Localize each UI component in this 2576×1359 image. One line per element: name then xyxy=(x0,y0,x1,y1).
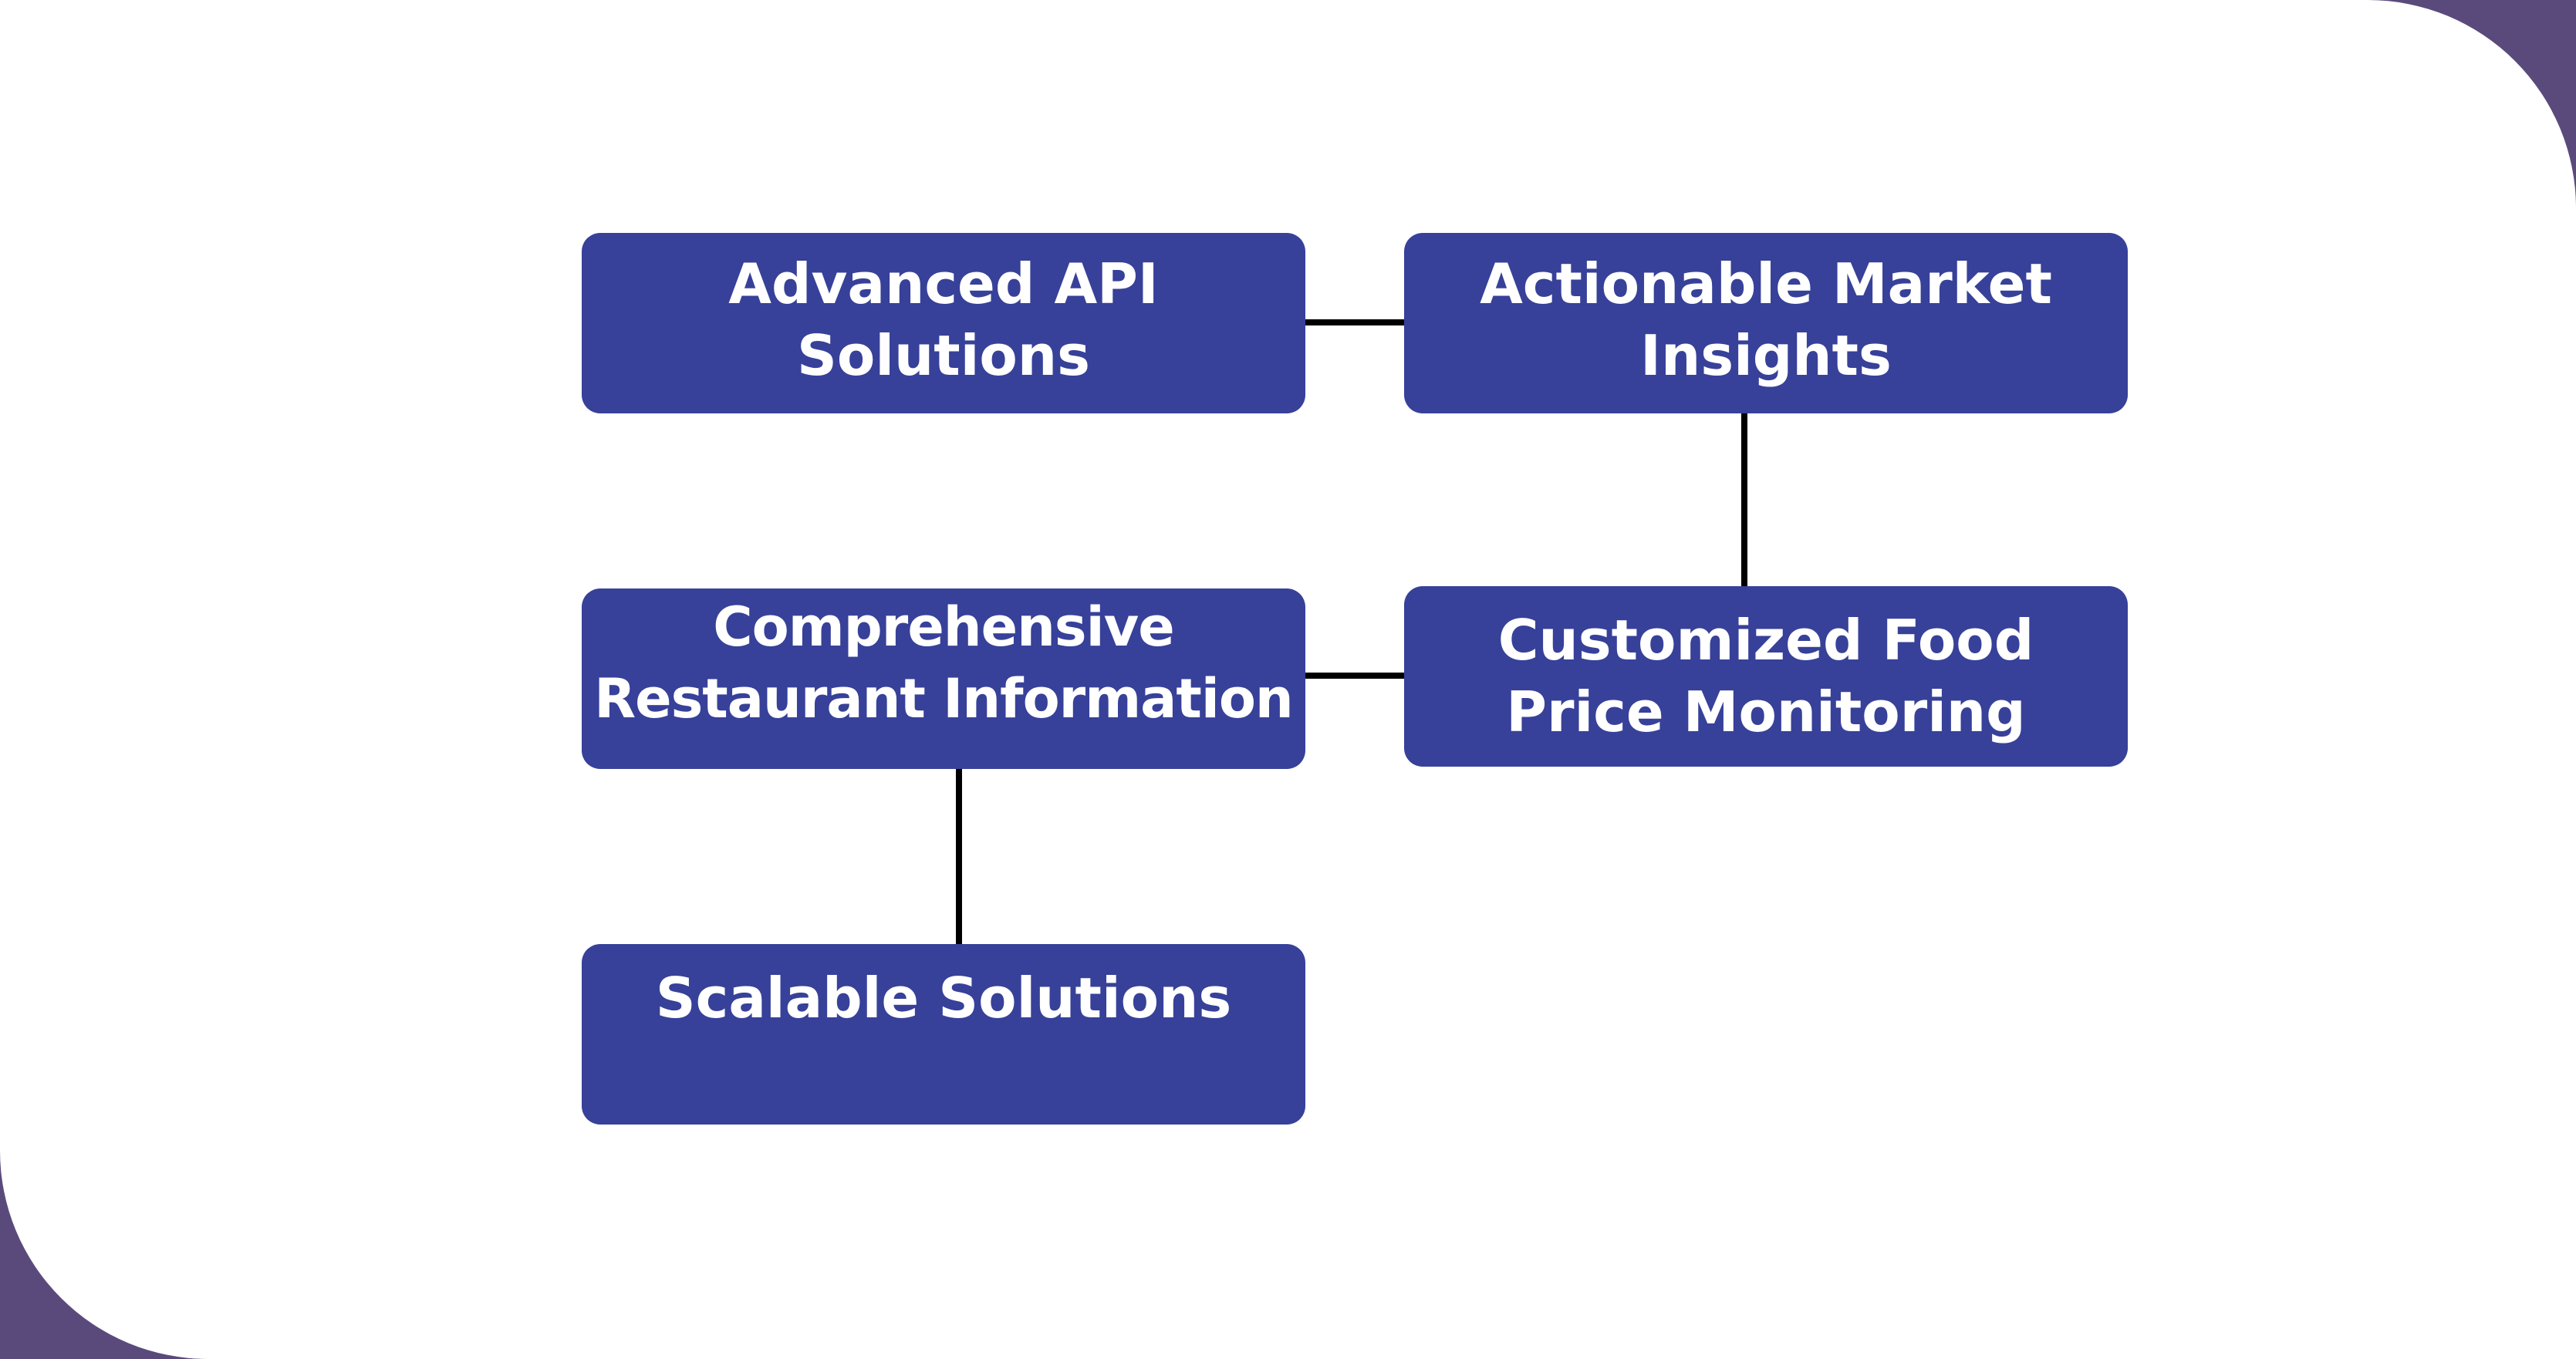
node-label-line: Solutions xyxy=(797,323,1090,388)
edge-actionable-insights-to-food-price xyxy=(1741,412,1747,586)
node-scalable-solutions: Scalable Solutions xyxy=(582,944,1305,1125)
node-label-line: Comprehensive xyxy=(713,595,1174,659)
edge-food-price-to-restaurant-info xyxy=(1304,673,1406,679)
node-advanced-api-solutions: Advanced API Solutions xyxy=(582,233,1305,413)
edge-restaurant-info-to-scalable xyxy=(956,767,962,944)
node-label-line: Insights xyxy=(1640,323,1892,388)
node-label-line: Advanced API xyxy=(728,251,1159,316)
edge-advanced-api-to-actionable-insights xyxy=(1304,319,1406,325)
node-label-line: Actionable Market xyxy=(1480,251,2052,316)
node-label-line: Customized Food xyxy=(1497,608,2034,673)
node-comprehensive-restaurant-information: Comprehensive Restaurant Information xyxy=(582,588,1305,769)
node-label-line: Restaurant Information xyxy=(594,667,1294,730)
node-label-line: Price Monitoring xyxy=(1506,680,2026,744)
node-label-line: Scalable Solutions xyxy=(655,966,1232,1030)
node-customized-food-price-monitoring: Customized Food Price Monitoring xyxy=(1404,586,2128,767)
node-actionable-market-insights: Actionable Market Insights xyxy=(1404,233,2128,413)
